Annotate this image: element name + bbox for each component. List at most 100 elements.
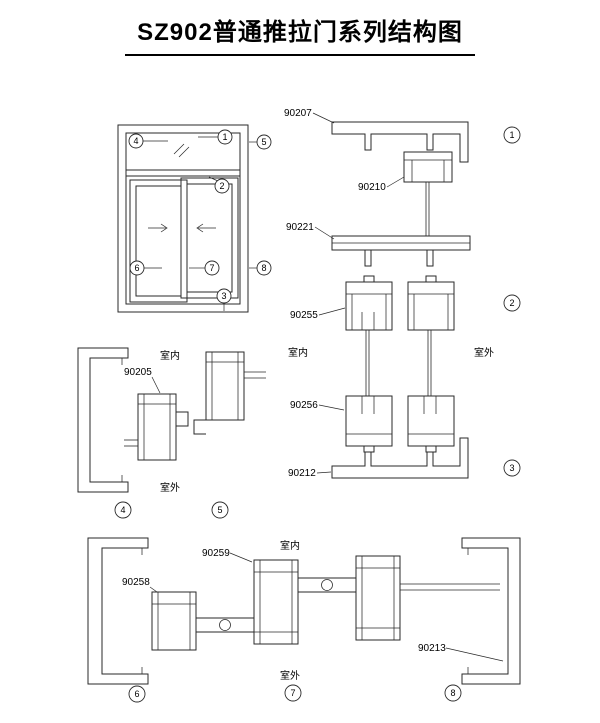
part-label-90256: 90256: [290, 400, 318, 411]
callout-circle: [503, 294, 521, 312]
callout-1-section: 1: [503, 126, 521, 144]
callout-5-elevation: 5: [249, 134, 272, 150]
top-frame-profile: [331, 121, 469, 163]
indoor-label: 室内: [160, 349, 180, 362]
right-panel-outer: [180, 177, 239, 299]
callout-number: 7: [209, 263, 214, 273]
leader-line: [151, 376, 161, 394]
callout-circle: [217, 129, 233, 145]
callout-circle: [444, 684, 462, 702]
callout-number: 3: [221, 291, 226, 301]
callout-7-elevation: 7: [189, 260, 220, 276]
frame-inner: [125, 132, 241, 305]
outdoor-label: 室外: [160, 481, 180, 494]
outdoor-label: 室外: [280, 669, 300, 682]
callout-4-elevation: 4: [128, 133, 168, 149]
leader-line: [149, 586, 158, 593]
frame-outer: [117, 124, 249, 313]
bottom-rail-right: [407, 395, 455, 447]
top-rail-right: [407, 281, 455, 331]
callout-number: 2: [219, 181, 224, 191]
callout-circle: [503, 126, 521, 144]
indoor-label: 室内: [280, 539, 300, 552]
glass-hatch: [178, 146, 190, 158]
part-label-90258: 90258: [122, 577, 150, 588]
interlock-hook: [176, 411, 189, 427]
callout-number: 8: [450, 688, 455, 698]
title-bar: SZ902普通推拉门系列结构图: [0, 12, 600, 56]
stile-profile: [205, 351, 245, 421]
left-panel-outer: [129, 179, 188, 303]
stile-profile: [151, 591, 197, 651]
callout-circle: [216, 288, 232, 304]
track-tab: [364, 250, 372, 267]
part-label-90259: 90259: [202, 548, 230, 559]
callout-circle: [284, 684, 302, 702]
callout-8-section: 8: [444, 684, 462, 702]
bottom-frame-profile: [331, 437, 469, 479]
callout-8-elevation: 8: [249, 260, 272, 276]
part-label-90207: 90207: [284, 108, 312, 119]
callout-number: 3: [509, 463, 514, 473]
indoor-label: 室内: [288, 346, 308, 359]
callout-2-section: 2: [503, 294, 521, 312]
stile-profile: [137, 393, 177, 461]
callout-1-elevation: 1: [198, 129, 233, 145]
top-rail-left: [345, 281, 393, 331]
callout-number: 4: [120, 505, 125, 515]
callout-circle: [256, 260, 272, 276]
callout-circle: [128, 133, 144, 149]
page-title: SZ902普通推拉门系列结构图: [125, 12, 475, 56]
interlock-hook: [193, 419, 206, 435]
callout-circle: [214, 178, 230, 194]
roller-notch: [425, 446, 437, 453]
leader-line: [318, 404, 345, 411]
bead-profile: [403, 151, 453, 183]
leader-line: [386, 176, 405, 188]
callout-number: 5: [217, 505, 222, 515]
horizontal-section-jamb: 室内 室外 90205 4 5: [77, 347, 266, 519]
screw-icon: [219, 619, 231, 631]
callout-circle: [114, 501, 132, 519]
stile-profile: [253, 559, 299, 645]
part-label-90210: 90210: [358, 182, 386, 193]
callout-circle: [503, 459, 521, 477]
vertical-section: 90207 90210 90221 90255 90256 90212 室内 室…: [284, 108, 521, 479]
stile-profile: [355, 555, 401, 641]
leader-line: [312, 112, 335, 124]
leader-line: [445, 647, 504, 662]
roller-notch: [363, 275, 375, 282]
leader-line: [318, 307, 346, 316]
left-jamb-profile: [87, 537, 149, 685]
part-label-90205: 90205: [124, 367, 152, 378]
callout-2-elevation: 2: [208, 176, 230, 194]
right-jamb-profile: [461, 537, 521, 685]
callout-circle: [129, 260, 145, 276]
roller-notch: [425, 275, 437, 282]
callout-5-section: 5: [211, 501, 229, 519]
callout-3-elevation: 3: [216, 288, 232, 311]
part-label-90212: 90212: [288, 468, 316, 479]
callout-number: 2: [509, 298, 514, 308]
callout-number: 4: [133, 136, 138, 146]
callout-7-section: 7: [284, 684, 302, 702]
part-label-90255: 90255: [290, 310, 318, 321]
leader-line: [314, 226, 335, 240]
outdoor-label: 室外: [474, 346, 494, 359]
horizontal-section-bottom: 90258 90259 90213 室内 室外 6 7 8: [87, 537, 521, 703]
elevation-view: 4 1 5 2 6: [117, 124, 272, 313]
callout-3-section: 3: [503, 459, 521, 477]
callout-circle: [211, 501, 229, 519]
callout-number: 6: [134, 689, 139, 699]
roller-notch: [363, 446, 375, 453]
callout-circle: [128, 685, 146, 703]
jamb-profile: [77, 347, 129, 493]
bottom-rail-left: [345, 395, 393, 447]
callout-4-section: 4: [114, 501, 132, 519]
slide-arrow-left-head: [196, 223, 204, 233]
callout-number: 8: [261, 263, 266, 273]
part-label-90221: 90221: [286, 222, 314, 233]
slide-arrow-right-head: [160, 223, 168, 233]
